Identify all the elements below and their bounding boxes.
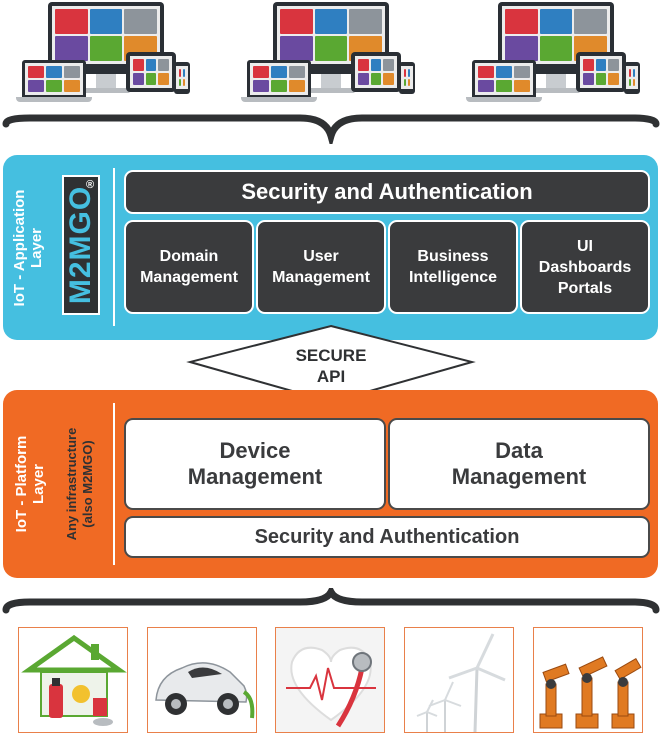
platform-layer-label-line1: IoT - Platform bbox=[13, 435, 30, 533]
device-group-left bbox=[16, 2, 192, 102]
business-intelligence-box: Business Intelligence bbox=[388, 220, 518, 314]
secure-api-line2: API bbox=[316, 367, 346, 386]
user-management-box: User Management bbox=[256, 220, 386, 314]
device-group-center bbox=[241, 2, 417, 102]
m2mgo-logo-text: M2MGO bbox=[64, 185, 97, 305]
secure-api-arrow bbox=[186, 324, 476, 404]
smart-home-image bbox=[18, 627, 128, 733]
laptop-icon bbox=[247, 60, 311, 98]
tablet-icon bbox=[576, 52, 626, 92]
phone-icon bbox=[174, 62, 190, 94]
desktop-monitor-icon bbox=[498, 2, 614, 93]
wind-turbines-image bbox=[404, 627, 514, 733]
laptop-icon bbox=[472, 60, 536, 98]
domain-management-box: Domain Management bbox=[124, 220, 254, 314]
ui-dashboards-portals-box: UI Dashboards Portals bbox=[520, 220, 650, 314]
application-layer-divider bbox=[113, 168, 115, 326]
app-security-authentication-bar: Security and Authentication bbox=[124, 170, 650, 214]
platform-sublabel-line1: Any infrastructure bbox=[64, 427, 79, 541]
top-curly-brace bbox=[2, 114, 660, 144]
m2mgo-logo: M2MGO ® bbox=[62, 175, 100, 315]
bottom-curly-brace bbox=[2, 588, 660, 614]
industrial-robots-image bbox=[533, 627, 643, 733]
electric-car-image bbox=[147, 627, 257, 733]
data-management-box: Data Management bbox=[388, 418, 650, 510]
platform-security-authentication-bar: Security and Authentication bbox=[124, 516, 650, 558]
registered-mark: ® bbox=[86, 179, 95, 191]
platform-layer-label-line2: Layer bbox=[30, 463, 47, 505]
phone-icon bbox=[399, 62, 415, 94]
device-group-right bbox=[466, 2, 642, 102]
platform-sublabel-line2: (also M2MGO) bbox=[80, 440, 95, 528]
application-layer-label-text: IoT - Application Layer bbox=[11, 189, 45, 307]
health-heart-image bbox=[275, 627, 385, 733]
device-management-box: Device Management bbox=[124, 418, 386, 510]
tablet-icon bbox=[126, 52, 176, 92]
platform-layer-divider bbox=[113, 403, 115, 565]
laptop-icon bbox=[22, 60, 86, 98]
phone-icon bbox=[624, 62, 640, 94]
secure-api-line1: SECURE bbox=[295, 346, 367, 365]
tablet-icon bbox=[351, 52, 401, 92]
